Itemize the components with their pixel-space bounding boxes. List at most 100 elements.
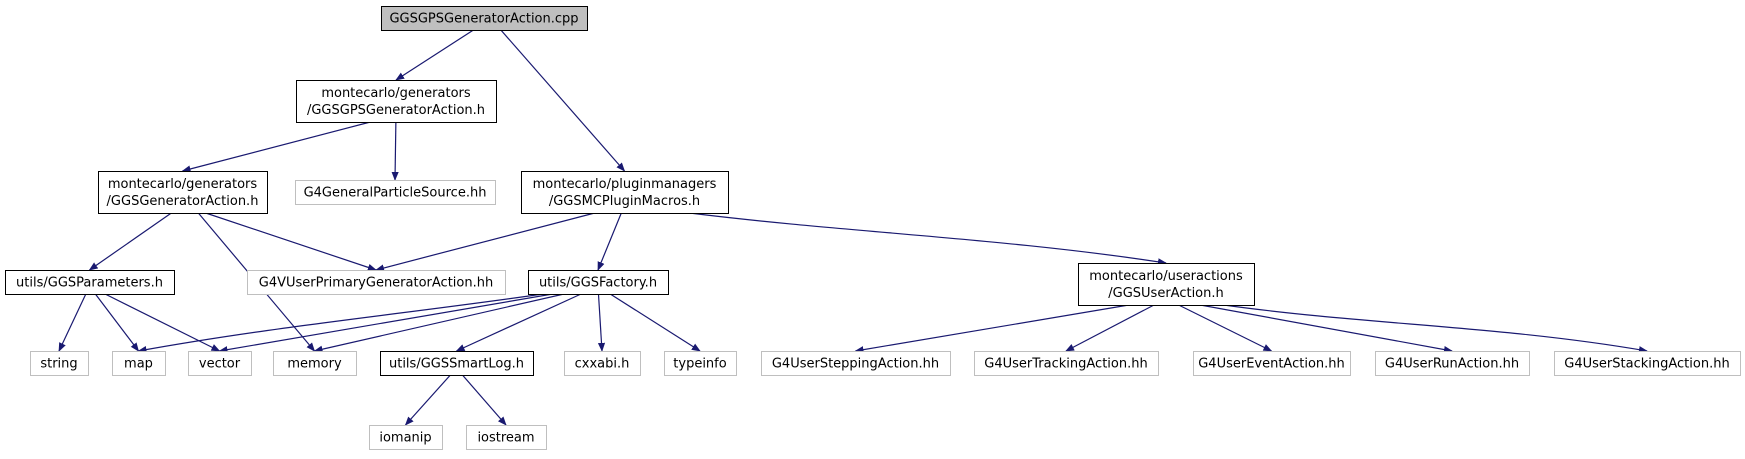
node-label: montecarlo/generators [321, 86, 471, 101]
edge-useract-to-stacking [1223, 304, 1648, 354]
edge-root-to-plugin [500, 29, 626, 172]
node-box [273, 351, 357, 376]
node-box [564, 351, 641, 376]
node-label: G4UserStackingAction.hh [1564, 357, 1729, 372]
node-box [295, 180, 496, 205]
node-map: map [112, 351, 166, 376]
node-label: /GGSMCPluginMacros.h [549, 194, 700, 209]
node-vector: vector [188, 351, 252, 376]
node-label: iomanip [379, 431, 431, 446]
node-label: /GGSUserAction.h [1108, 286, 1224, 301]
node-event: G4UserEventAction.hh [1193, 351, 1351, 376]
node-smartlog[interactable]: utils/GGSSmartLog.h [380, 351, 534, 376]
node-label: G4UserSteppingAction.hh [772, 357, 939, 372]
node-g4vupga: G4VUserPrimaryGeneratorAction.hh [247, 270, 506, 295]
edge-factory-to-vector [218, 293, 553, 354]
node-label: montecarlo/pluginmanagers [533, 177, 717, 192]
node-box [369, 425, 443, 450]
node-params[interactable]: utils/GGSParameters.h [5, 270, 175, 295]
edges-layer [58, 29, 1648, 426]
node-box [974, 351, 1159, 376]
node-box [380, 351, 534, 376]
node-label: /GGSGeneratorAction.h [107, 194, 259, 209]
node-label: memory [287, 357, 342, 372]
node-box [466, 425, 547, 450]
node-box [247, 270, 506, 295]
node-useract[interactable]: montecarlo/useractions/GGSUserAction.h [1078, 263, 1255, 306]
edge-factory-to-typeinfo [609, 293, 701, 352]
node-label: montecarlo/generators [108, 177, 258, 192]
edge-plugin-to-g4vupga [375, 212, 595, 272]
node-label: G4VUserPrimaryGeneratorAction.hh [259, 276, 493, 291]
node-label: typeinfo [673, 357, 726, 372]
edge-useract-to-tracking [1065, 304, 1155, 352]
node-label: G4UserRunAction.hh [1385, 357, 1519, 372]
node-box [188, 351, 252, 376]
edge-smartlog-to-iomanip [404, 374, 451, 426]
node-iomanip: iomanip [369, 425, 443, 450]
edge-factory-to-cxxabi [597, 293, 606, 352]
node-factory[interactable]: utils/GGSFactory.h [528, 270, 669, 295]
node-label: G4UserTrackingAction.hh [984, 357, 1147, 372]
edge-params-to-string [58, 293, 87, 352]
edge-params-to-map [94, 293, 140, 352]
node-stepping: G4UserSteppingAction.hh [761, 351, 951, 376]
node-string: string [30, 351, 89, 376]
edge-useract-to-event [1178, 304, 1273, 352]
node-label: GGSGPSGeneratorAction.cpp [389, 12, 578, 27]
node-box [296, 80, 497, 123]
node-label: vector [199, 357, 241, 372]
node-gen_h[interactable]: montecarlo/generators/GGSGeneratorAction… [98, 171, 268, 214]
node-box [761, 351, 951, 376]
node-label: montecarlo/useractions [1089, 269, 1243, 284]
edge-smartlog-to-iostream [461, 374, 507, 426]
node-stacking: G4UserStackingAction.hh [1554, 351, 1741, 376]
node-box [521, 171, 729, 214]
edge-gen_h-to-g4vupga [205, 212, 377, 271]
node-label: utils/GGSParameters.h [16, 276, 163, 291]
node-label: iostream [477, 431, 534, 446]
node-memory: memory [273, 351, 357, 376]
node-label: string [40, 357, 77, 372]
node-label: G4GeneralParticleSource.hh [304, 186, 487, 201]
node-cxxabi: cxxabi.h [564, 351, 641, 376]
node-label: /GGSGPSGeneratorAction.h [307, 103, 485, 118]
node-g4gps: G4GeneralParticleSource.hh [295, 180, 496, 205]
node-box [1375, 351, 1530, 376]
node-label: G4UserEventAction.hh [1198, 357, 1345, 372]
node-box [112, 351, 166, 376]
edge-factory-to-map [137, 293, 543, 354]
edge-root-to-gps_h [395, 29, 474, 81]
node-label: utils/GGSFactory.h [539, 276, 657, 291]
edge-gen_h-to-params [88, 212, 172, 271]
edge-useract-to-run [1200, 304, 1453, 354]
node-box [381, 6, 588, 31]
node-label: utils/GGSSmartLog.h [389, 357, 524, 372]
node-box [1078, 263, 1255, 306]
node-plugin[interactable]: montecarlo/pluginmanagers/GGSMCPluginMac… [521, 171, 729, 214]
node-box [5, 270, 175, 295]
node-gps_h[interactable]: montecarlo/generators/GGSGPSGeneratorAct… [296, 80, 497, 123]
edge-useract-to-stepping [854, 304, 1129, 354]
node-box [1554, 351, 1741, 376]
node-box [664, 351, 737, 376]
edge-plugin-to-factory [597, 212, 622, 271]
node-box [528, 270, 669, 295]
edge-plugin-to-useract [689, 212, 1167, 266]
node-box [30, 351, 89, 376]
node-root[interactable]: GGSGPSGeneratorAction.cpp [381, 6, 588, 31]
node-box [98, 171, 268, 214]
node-iostream: iostream [466, 425, 547, 450]
edge-factory-to-smartlog [455, 293, 582, 352]
nodes-layer: GGSGPSGeneratorAction.cpp montecarlo/gene… [5, 6, 1741, 450]
node-box [1193, 351, 1351, 376]
edge-params-to-vector [104, 293, 221, 352]
edge-gps_h-to-gen_h [181, 121, 371, 173]
node-run: G4UserRunAction.hh [1375, 351, 1530, 376]
node-typeinfo: typeinfo [664, 351, 737, 376]
node-label: cxxabi.h [575, 357, 630, 372]
edge-factory-to-memory [313, 293, 565, 353]
edge-gps_h-to-g4gps [391, 121, 399, 181]
node-tracking: G4UserTrackingAction.hh [974, 351, 1159, 376]
